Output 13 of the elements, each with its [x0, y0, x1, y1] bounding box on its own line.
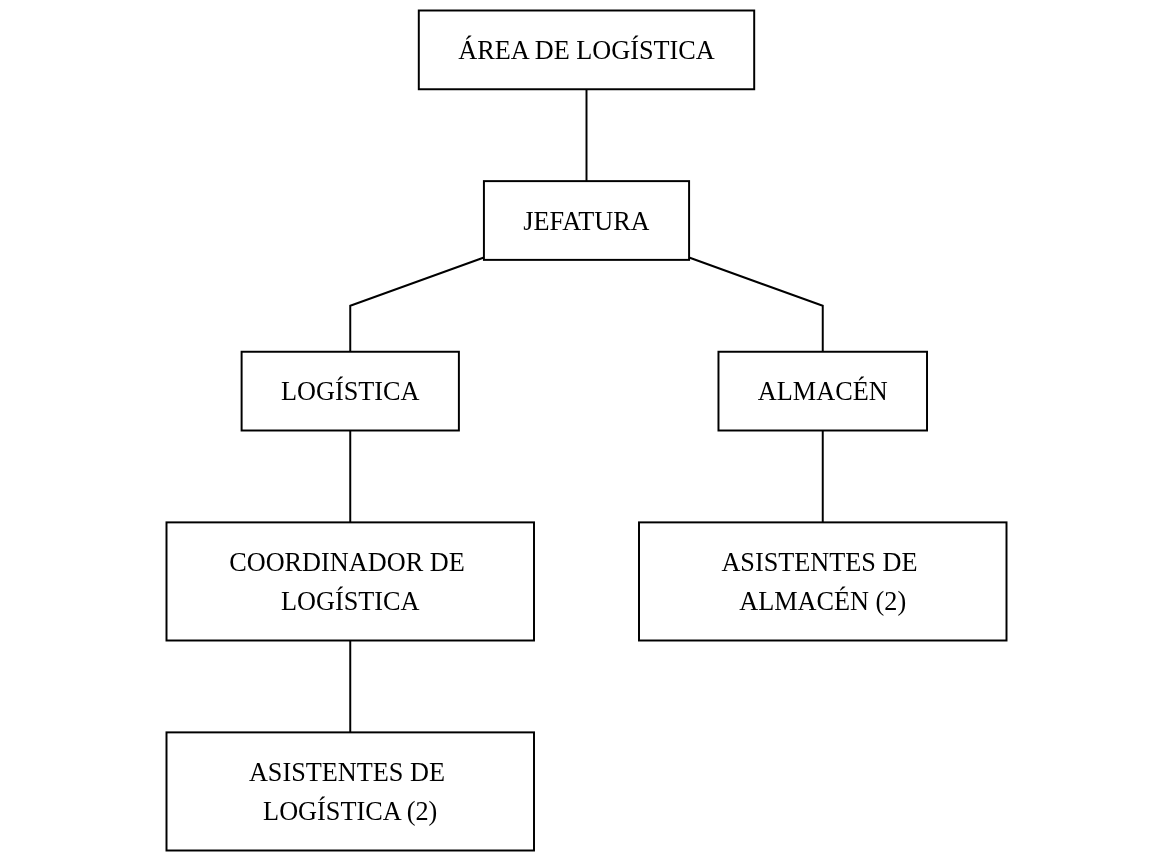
connector — [821, 429, 824, 524]
connector — [349, 256, 485, 353]
node-box: JEFATURA — [482, 180, 691, 261]
node-box: COORDINADOR DE LOGÍSTICA — [165, 521, 535, 642]
node-box: ÁREA DE LOGÍSTICA — [417, 9, 756, 91]
node-box: ASISTENTES DE LOGÍSTICA (2) — [165, 731, 535, 852]
node-box: LOGÍSTICA — [240, 350, 460, 432]
connector — [585, 88, 588, 183]
node-box: ASISTENTES DE ALMACÉN (2) — [638, 521, 1008, 642]
connector — [688, 256, 824, 353]
node-box: ALMACÉN — [717, 350, 928, 432]
connector — [349, 639, 352, 734]
connector — [349, 429, 352, 524]
